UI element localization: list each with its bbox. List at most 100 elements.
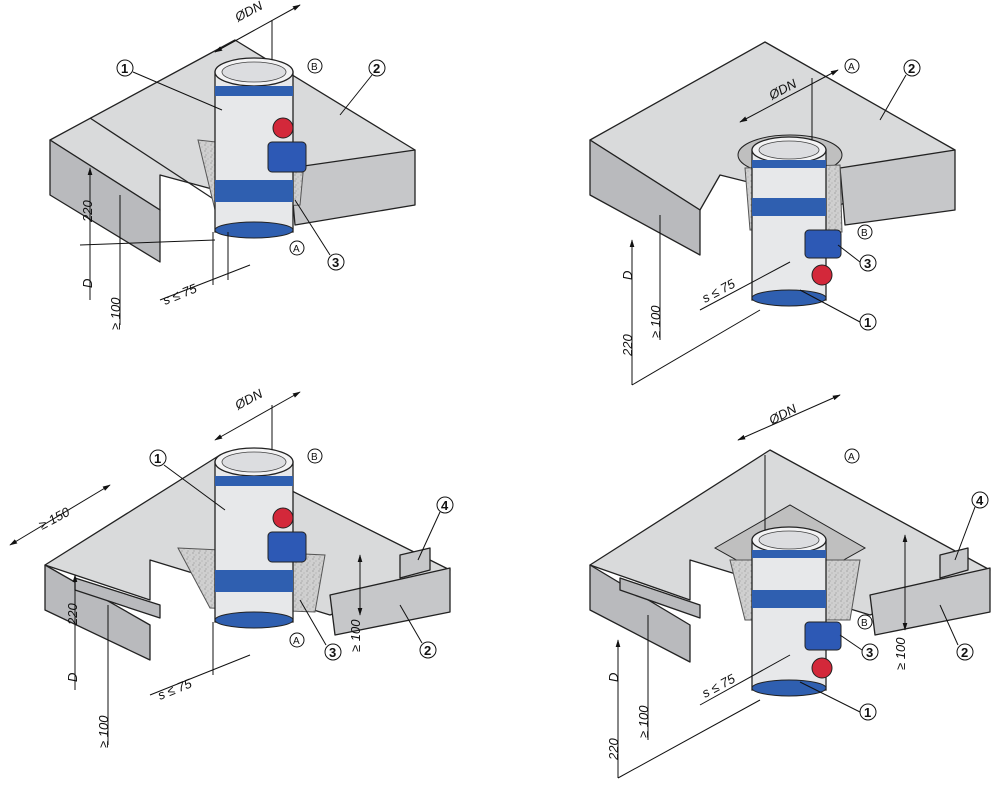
svg-text:4: 4 [441, 498, 449, 513]
svg-text:3: 3 [864, 256, 871, 271]
svg-text:2: 2 [961, 645, 968, 660]
label-ge100: ≥ 100 [648, 305, 663, 338]
notch-step [399, 547, 431, 579]
callout-4: 4 [954, 491, 989, 561]
callout-2: 2 [939, 604, 974, 661]
callout-1: 1 [116, 59, 223, 111]
band-top [215, 86, 293, 96]
callout-a: A [289, 632, 305, 648]
callout-b: B [307, 58, 323, 74]
label-d: D [65, 673, 80, 682]
svg-text:4: 4 [976, 493, 984, 508]
label-s75: s ≤ 75 [156, 675, 195, 702]
band-top [752, 160, 826, 168]
label-dn: ØDN [231, 386, 265, 414]
valve-blue [804, 229, 842, 259]
label-ge100: ≥ 100 [96, 715, 111, 748]
callout-3: 3 [299, 599, 342, 661]
band-bottom [751, 679, 827, 697]
svg-text:2: 2 [424, 643, 431, 658]
svg-text:1: 1 [154, 451, 161, 466]
band-bottom [214, 221, 294, 239]
svg-text:B: B [861, 228, 868, 239]
callout-a: A [844, 448, 860, 464]
callout-2: 2 [879, 59, 921, 121]
svg-text:1: 1 [864, 705, 871, 720]
slab-side [329, 567, 451, 636]
svg-text:3: 3 [866, 645, 873, 660]
label-ge100-right: ≥ 100 [893, 637, 908, 670]
band-mid [215, 180, 293, 202]
slab-side [839, 149, 956, 226]
band-mid [215, 570, 293, 592]
svg-text:1: 1 [121, 61, 128, 76]
label-d: D [620, 271, 635, 280]
edge-groove [619, 577, 701, 619]
label-dn: ØDN [231, 0, 265, 25]
svg-text:B: B [311, 452, 318, 463]
label-220: 220 [65, 603, 80, 626]
svg-text:B: B [861, 618, 868, 629]
label-ge100-right: ≥ 100 [348, 619, 363, 652]
svg-text:2: 2 [908, 61, 915, 76]
label-ge100: ≥ 100 [108, 297, 123, 330]
valve-red [811, 657, 833, 679]
slab-front [44, 564, 151, 661]
panel-top-left: ØDN 220 D ≥ 100 s ≤ 75 1 2 3 A B [49, 0, 416, 330]
svg-text:3: 3 [332, 255, 339, 270]
valve-blue [804, 621, 842, 651]
svg-text:3: 3 [329, 645, 336, 660]
slab-side [869, 567, 991, 636]
callout-a: A [844, 58, 860, 74]
slab-front [589, 564, 691, 663]
label-220: 220 [620, 334, 635, 357]
callout-a: A [289, 240, 305, 256]
svg-text:2: 2 [373, 61, 380, 76]
label-220: 220 [80, 200, 95, 223]
callout-3: 3 [839, 634, 879, 661]
svg-text:A: A [848, 452, 855, 463]
callout-4: 4 [417, 496, 454, 561]
valve-red [811, 264, 833, 286]
callout-1: 1 [149, 449, 226, 511]
slab-front [589, 139, 701, 256]
valve-blue [267, 531, 307, 563]
slab-front [49, 139, 161, 263]
label-ge150: ≥ 150 [36, 504, 72, 533]
svg-text:A: A [848, 62, 855, 73]
callout-b: B [857, 614, 873, 630]
valve-red [272, 507, 294, 529]
callout-b: B [307, 448, 323, 464]
panel-bottom-right: ØDN D ≥ 100 220 s ≤ 75 ≥ 100 A 4 B 3 2 1 [589, 394, 991, 779]
label-s75: s ≤ 75 [699, 670, 738, 700]
callout-1: 1 [799, 681, 877, 721]
callout-2: 2 [399, 604, 437, 659]
callout-2: 2 [339, 59, 386, 116]
band-mid [752, 198, 826, 216]
panel-top-right: ØDN D ≥ 100 220 s ≤ 75 2 A B 3 1 [589, 41, 956, 386]
label-ge100: ≥ 100 [636, 705, 651, 738]
svg-text:A: A [293, 244, 300, 255]
svg-text:1: 1 [864, 315, 871, 330]
label-d: D [606, 673, 621, 682]
callout-3: 3 [837, 244, 877, 272]
band-top [752, 550, 826, 558]
band-top [215, 476, 293, 486]
panel-bottom-left: ØDN ≥ 150 220 D ≥ 100 s ≤ 75 ≥ 100 1 B 4… [9, 386, 454, 748]
svg-text:A: A [293, 636, 300, 647]
band-mid [752, 590, 826, 608]
label-220: 220 [606, 738, 621, 761]
svg-text:B: B [311, 62, 318, 73]
label-d: D [80, 279, 95, 288]
label-s75: s ≤ 75 [699, 275, 738, 305]
label-s75: s ≤ 75 [161, 280, 200, 307]
callout-1: 1 [799, 289, 877, 331]
callout-b: B [857, 224, 873, 240]
valve-red [272, 117, 294, 139]
band-bottom [214, 611, 294, 629]
valve-blue [267, 141, 307, 173]
label-dn: ØDN [765, 401, 799, 429]
callout-3: 3 [294, 199, 345, 271]
